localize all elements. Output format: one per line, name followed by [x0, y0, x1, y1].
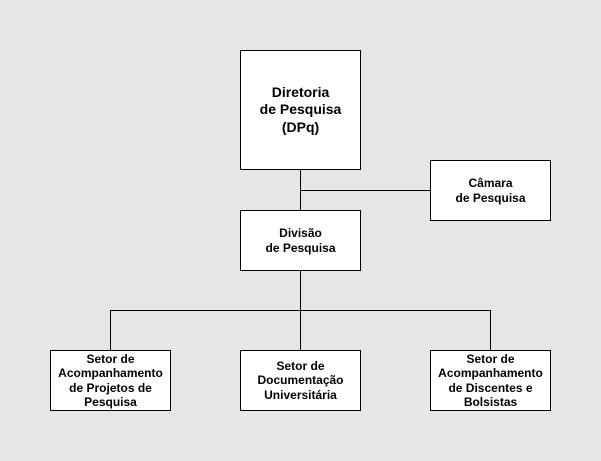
node-setor-documentacao-universitaria: Setor de Documentação Universitária [240, 350, 361, 411]
node-label: Divisão de Pesquisa [265, 225, 336, 255]
connector-sectors-horizontal [110, 310, 491, 311]
connector-to-sector-right [490, 310, 491, 350]
node-setor-discentes-e-bolsistas: Setor de Acompanhamento de Discentes e B… [430, 350, 551, 411]
node-label: Diretoria de Pesquisa (DPq) [259, 83, 342, 135]
connector-to-sector-left [110, 310, 111, 350]
node-setor-projetos-de-pesquisa: Setor de Acompanhamento de Projetos de P… [50, 350, 171, 411]
node-label: Setor de Documentação Universitária [257, 358, 344, 402]
node-camara-de-pesquisa: Câmara de Pesquisa [430, 160, 551, 221]
node-label: Setor de Acompanhamento de Discentes e B… [438, 351, 543, 409]
node-diretoria-de-pesquisa: Diretoria de Pesquisa (DPq) [240, 50, 361, 170]
connector-to-camara [300, 190, 430, 191]
node-label: Setor de Acompanhamento de Projetos de P… [58, 351, 163, 409]
node-label: Câmara de Pesquisa [455, 175, 526, 205]
node-divisao-de-pesquisa: Divisão de Pesquisa [240, 210, 361, 271]
